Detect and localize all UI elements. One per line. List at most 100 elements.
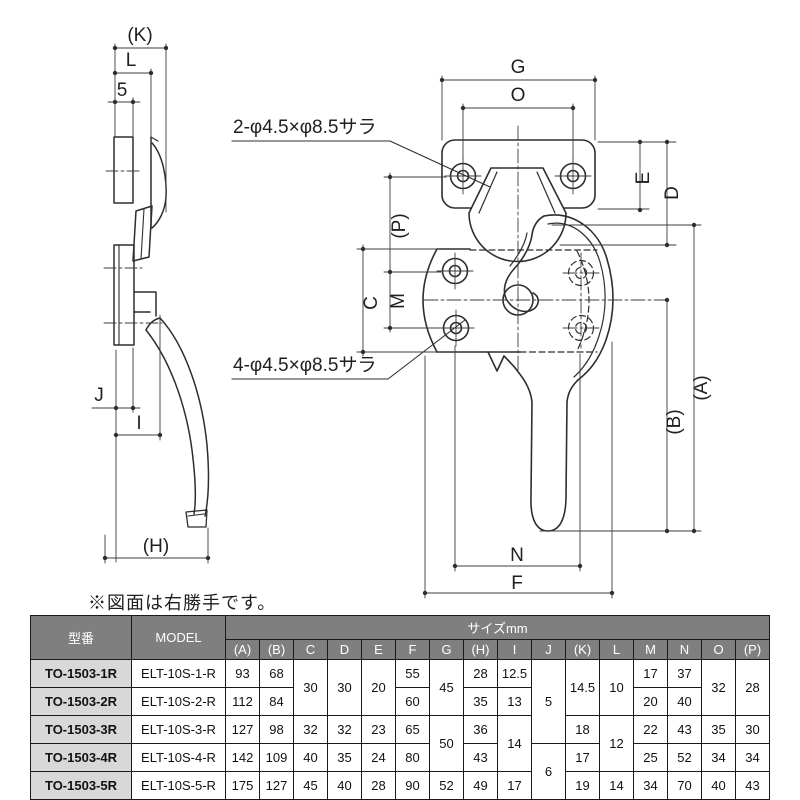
- size-value-cell: 14.5: [565, 659, 600, 716]
- size-value-cell: 17: [565, 743, 600, 772]
- size-value-cell: 40: [667, 687, 702, 716]
- size-value-cell: 80: [395, 743, 430, 772]
- size-value-cell: 34: [735, 743, 770, 772]
- model-cell: ELT-10S-2-R: [131, 687, 226, 716]
- dim-label-g: G: [511, 57, 526, 78]
- dim-label-l: L: [126, 50, 137, 71]
- size-value-cell: 14: [599, 771, 634, 800]
- size-value-cell: 20: [633, 687, 668, 716]
- size-value-cell: 127: [225, 715, 260, 744]
- size-column-header: (B): [259, 639, 294, 660]
- size-value-cell: 19: [565, 771, 600, 800]
- size-value-cell: 60: [395, 687, 430, 716]
- size-value-cell: 30: [327, 659, 362, 716]
- model-number-cell: TO-1503-2R: [30, 687, 132, 716]
- dim-label-a: (A): [691, 375, 712, 400]
- dim-label-j: J: [94, 385, 104, 406]
- side-view: [113, 136, 210, 528]
- size-column-header: O: [701, 639, 736, 660]
- size-column-header: N: [667, 639, 702, 660]
- size-value-cell: 32: [293, 715, 328, 744]
- size-value-cell: 10: [599, 659, 634, 716]
- size-value-cell: 98: [259, 715, 294, 744]
- size-value-cell: 20: [361, 659, 396, 716]
- size-column-header: J: [531, 639, 566, 660]
- size-value-cell: 93: [225, 659, 260, 688]
- front-view-centerlines: [423, 125, 668, 371]
- dim-label-n: N: [510, 545, 524, 566]
- size-column-header: C: [293, 639, 328, 660]
- size-column-header: (K): [565, 639, 600, 660]
- size-column-header: (H): [463, 639, 498, 660]
- side-view-labels: (K) L 5 J I (H): [94, 25, 169, 557]
- size-value-cell: 34: [701, 743, 736, 772]
- table-header-row-1: 型番 MODEL サイズmm: [30, 615, 770, 660]
- size-value-cell: 28: [361, 771, 396, 800]
- size-value-cell: 84: [259, 687, 294, 716]
- header-size: サイズmm: [225, 615, 770, 640]
- front-view-dimensions: [356, 75, 702, 599]
- model-number-cell: TO-1503-3R: [30, 715, 132, 744]
- model-cell: ELT-10S-3-R: [131, 715, 226, 744]
- header-model: MODEL: [131, 615, 226, 660]
- size-value-cell: 45: [293, 771, 328, 800]
- size-value-cell: 90: [395, 771, 430, 800]
- size-column-header: E: [361, 639, 396, 660]
- model-cell: ELT-10S-1-R: [131, 659, 226, 688]
- size-value-cell: 175: [225, 771, 260, 800]
- size-value-cell: 5: [531, 659, 566, 744]
- size-value-cell: 13: [497, 687, 532, 716]
- size-value-cell: 109: [259, 743, 294, 772]
- size-value-cell: 40: [293, 743, 328, 772]
- dim-label-o: O: [511, 85, 526, 106]
- dim-label-p: (P): [389, 213, 410, 238]
- dim-label-f: F: [511, 573, 523, 594]
- dim-label-5: 5: [117, 80, 128, 101]
- size-value-cell: 6: [531, 743, 566, 800]
- front-view-crosshairs: [436, 157, 592, 347]
- dim-label-k: (K): [127, 25, 152, 46]
- dim-label-i: I: [136, 413, 141, 434]
- size-column-header: G: [429, 639, 464, 660]
- size-value-cell: 43: [667, 715, 702, 744]
- size-column-header: F: [395, 639, 430, 660]
- size-value-cell: 17: [497, 771, 532, 800]
- size-value-cell: 35: [701, 715, 736, 744]
- size-column-header: L: [599, 639, 634, 660]
- size-value-cell: 40: [701, 771, 736, 800]
- size-value-cell: 23: [361, 715, 396, 744]
- technical-drawing: (K) L 5 J I (H): [91, 25, 712, 599]
- size-value-cell: 50: [429, 715, 464, 772]
- annotation-bottom-text: 4-φ4.5×φ8.5サラ: [233, 355, 376, 376]
- size-column-header: D: [327, 639, 362, 660]
- size-value-cell: 68: [259, 659, 294, 688]
- size-value-cell: 30: [293, 659, 328, 716]
- size-value-cell: 40: [327, 771, 362, 800]
- size-value-cell: 37: [667, 659, 702, 688]
- front-view-strike-plate: [441, 139, 596, 263]
- dim-label-b: (B): [664, 409, 685, 434]
- size-value-cell: 22: [633, 715, 668, 744]
- dim-label-d: D: [662, 186, 683, 200]
- size-value-cell: 65: [395, 715, 430, 744]
- dim-label-e: E: [633, 172, 654, 185]
- size-column-header: (P): [735, 639, 770, 660]
- size-value-cell: 36: [463, 715, 498, 744]
- size-value-cell: 32: [701, 659, 736, 716]
- front-view-labels: G O E D (P) C M (A) (B) N F: [361, 57, 712, 594]
- size-value-cell: 28: [735, 659, 770, 716]
- size-value-cell: 49: [463, 771, 498, 800]
- model-number-cell: TO-1503-5R: [30, 771, 132, 800]
- size-value-cell: 142: [225, 743, 260, 772]
- size-value-cell: 35: [327, 743, 362, 772]
- size-value-cell: 12.5: [497, 659, 532, 688]
- size-column-header: M: [633, 639, 668, 660]
